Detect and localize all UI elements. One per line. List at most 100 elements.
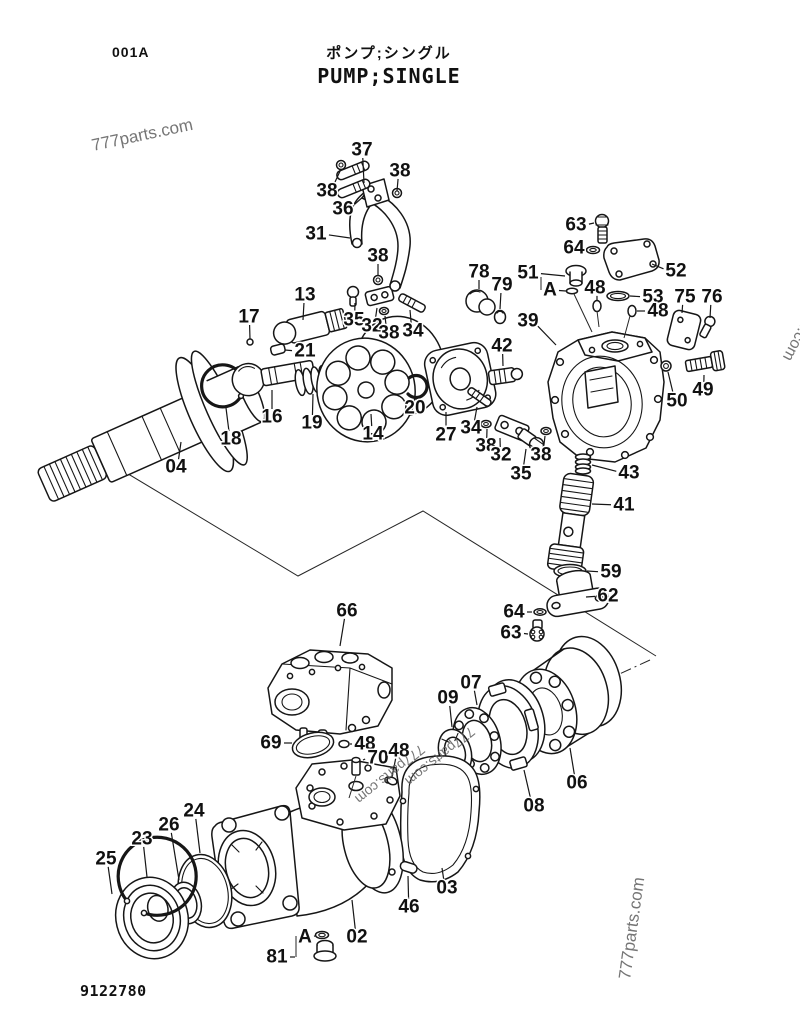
callout-63-46: 63 [500, 623, 521, 644]
callout-38-11: 38 [378, 323, 399, 344]
bolt-49-drawing [684, 350, 726, 373]
leader-line-43-41 [591, 464, 617, 472]
leader-line-70-50 [362, 758, 366, 761]
washer-38-lower1-drawing [480, 419, 492, 429]
callout-04-16: 04 [165, 457, 187, 478]
callout-A-33: A [543, 280, 557, 301]
callout-64-45: 64 [503, 602, 525, 623]
leader-line-38-11 [384, 315, 387, 326]
leader-line-14-17 [370, 413, 373, 427]
callout-63-29: 63 [565, 215, 586, 236]
washer-64-lower-drawing [533, 608, 547, 616]
leader-line-25-59 [107, 866, 113, 895]
callout-52-31: 52 [665, 261, 686, 282]
callout-75-37: 75 [674, 287, 696, 308]
leader-line-31-4 [328, 234, 351, 239]
pins-37-drawing [336, 160, 371, 199]
pin-70-drawing [348, 756, 361, 799]
callout-51-32: 51 [517, 263, 539, 284]
leader-line-13-6 [302, 302, 305, 321]
callout-41-42: 41 [613, 495, 635, 516]
callout-08-54: 08 [523, 796, 544, 817]
callout-35-9: 35 [343, 310, 365, 331]
leader-line-66-47 [339, 618, 346, 647]
leader-line-76-38 [709, 304, 712, 319]
leader-line-19-14 [311, 393, 314, 416]
callout-70-50: 70 [367, 748, 388, 769]
callout-37-0: 37 [351, 140, 372, 161]
valve-41-drawing [546, 472, 595, 573]
callout-48-36: 48 [647, 301, 668, 322]
leader-line-09-52 [449, 705, 453, 728]
spacer-32-upper-drawing [364, 285, 395, 307]
callout-A-63: A [298, 927, 312, 948]
leader-line-46-57 [407, 875, 410, 900]
snap-ring-25-drawing [116, 835, 198, 917]
piston-13-drawing [272, 308, 348, 345]
callout-38-1: 38 [316, 181, 337, 202]
callout-06-55: 06 [566, 773, 587, 794]
callout-38-24: 38 [530, 445, 551, 466]
callout-20-18: 20 [404, 398, 425, 419]
bolt-63-lower-drawing [529, 619, 545, 642]
leader-line-51-32 [540, 273, 566, 277]
bolt-35-lower-drawing [517, 428, 545, 453]
oring-69-drawing [291, 731, 335, 759]
valve-block-66-drawing [267, 649, 393, 746]
leader-line-63-46 [523, 632, 529, 635]
page-code: 001A [112, 44, 149, 60]
leader-line-36-2 [353, 195, 365, 206]
callout-35-23: 35 [510, 464, 532, 485]
callout-38-3: 38 [389, 161, 410, 182]
callout-17-7: 17 [238, 307, 259, 328]
leader-line-38-1 [333, 168, 342, 185]
retaining-ring-20-drawing [406, 373, 429, 400]
washer-38-upper-drawing [378, 306, 390, 316]
watermark-1: 777parts.com [779, 270, 800, 364]
plate-75-drawing [666, 309, 702, 351]
plug-81-drawing [313, 939, 337, 962]
fitting-42-drawing [487, 367, 524, 386]
cover-62-drawing [546, 569, 610, 618]
bolt-63-upper-drawing [594, 213, 610, 244]
callout-43-41: 43 [618, 463, 639, 484]
spring-43-drawing [574, 453, 592, 475]
callout-07-53: 07 [460, 673, 481, 694]
leader-line-63-29 [588, 222, 595, 225]
assembly-line-51 [573, 293, 593, 333]
callout-64-30: 64 [563, 238, 585, 259]
callout-24-62: 24 [183, 801, 205, 822]
oring-48-small-drawing [338, 739, 350, 749]
plug-46-drawing [399, 860, 418, 874]
watermark-0: 777parts.com [90, 115, 195, 155]
spring-pin-34-lower-drawing [467, 387, 492, 407]
callout-79-28: 79 [491, 275, 512, 296]
spring-pin-34-upper-drawing [398, 293, 426, 313]
leader-line-06-55 [569, 747, 576, 776]
callout-27-19: 27 [435, 425, 456, 446]
leader-line-34-20 [473, 406, 478, 421]
leader-line-79-28 [499, 292, 502, 310]
oring-53-drawing [606, 290, 630, 302]
leader-line-75-37 [681, 304, 684, 314]
bolt-76-drawing [699, 315, 716, 339]
callout-42-25: 42 [491, 336, 512, 357]
callout-78-27: 78 [468, 262, 489, 283]
callout-59-43: 59 [600, 562, 621, 583]
callout-14-17: 14 [362, 424, 384, 445]
callout-50-40: 50 [666, 391, 687, 412]
cover-52-drawing [603, 238, 660, 281]
leader-line-26-61 [170, 832, 180, 881]
leader-line-04-16 [177, 441, 182, 460]
callout-48-49: 48 [354, 734, 375, 755]
callout-76-38: 76 [701, 287, 722, 308]
callout-69-48: 69 [260, 733, 281, 754]
leader-line-38-3 [396, 178, 399, 192]
plug-51-drawing [565, 264, 587, 287]
callout-34-20: 34 [460, 418, 482, 439]
gasket-03-drawing [399, 755, 481, 883]
seal-79-drawing [493, 309, 507, 325]
leader-line-07-53 [473, 690, 478, 706]
leader-line-39-26 [537, 325, 557, 346]
